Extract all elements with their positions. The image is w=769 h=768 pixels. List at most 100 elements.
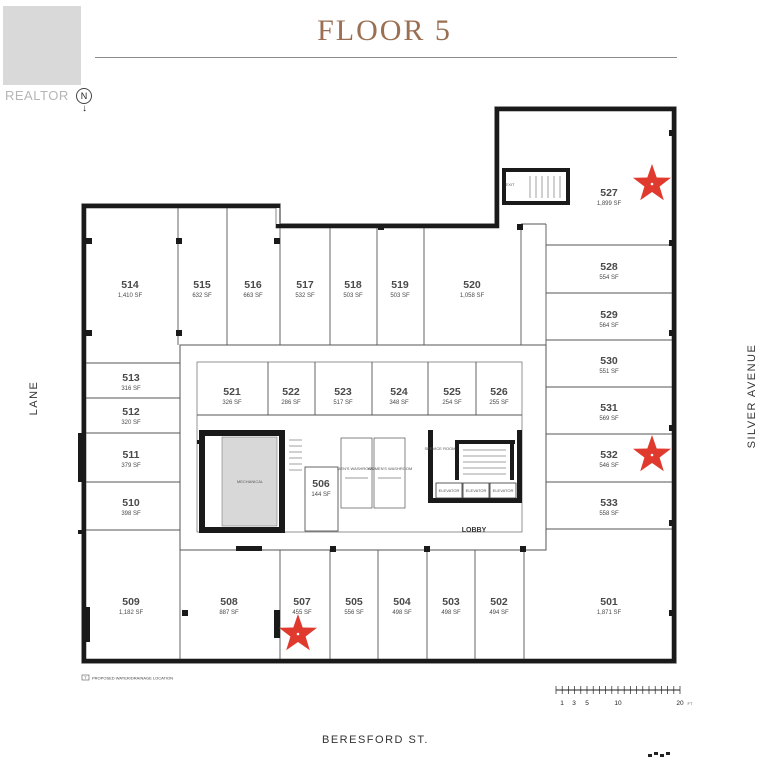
star-center-dot xyxy=(650,453,654,457)
unit-area: 1,058 SF xyxy=(460,293,485,299)
unit-area: 517 SF xyxy=(333,400,353,406)
unit-area: 1,899 SF xyxy=(597,201,622,207)
unit-number: 527 xyxy=(600,187,618,199)
unit-area: 887 SF xyxy=(219,610,239,616)
unit-511: 511 379 SF xyxy=(121,449,141,469)
scale-label: 20 xyxy=(676,700,684,707)
unit-520: 520 1,058 SF xyxy=(460,279,485,299)
elevator-label-2: ELEVATOR xyxy=(466,488,487,493)
unit-number: 525 xyxy=(443,386,461,398)
elevator-label-1: ELEVATOR xyxy=(439,488,460,493)
unit-number: 526 xyxy=(490,386,508,398)
unit-area: 632 SF xyxy=(192,293,212,299)
unit-507: 507 455 SF xyxy=(292,596,312,616)
realtor-logo xyxy=(3,6,81,85)
unit-502: 502 494 SF xyxy=(489,596,509,616)
unit-area: 1,871 SF xyxy=(597,610,622,616)
exit-label: EXIT xyxy=(506,182,515,187)
unit-number: 506 xyxy=(312,478,330,490)
north-icon: N xyxy=(76,88,92,104)
unit-number: 530 xyxy=(600,355,618,367)
unit-area: 255 SF xyxy=(489,400,509,406)
unit-area: 556 SF xyxy=(344,610,364,616)
unit-530: 530 551 SF xyxy=(599,355,619,375)
unit-area: 564 SF xyxy=(599,323,619,329)
unit-area: 551 SF xyxy=(599,369,619,375)
unit-area: 554 SF xyxy=(599,275,619,281)
unit-531: 531 569 SF xyxy=(599,402,619,422)
unit-number: 531 xyxy=(600,402,618,414)
washroom-fixtures xyxy=(340,437,406,509)
unit-partitions xyxy=(82,204,676,663)
unit-area: 503 SF xyxy=(343,293,363,299)
elevator-label-3: ELEVATOR xyxy=(493,488,514,493)
unit-area: 494 SF xyxy=(489,610,509,616)
scale-label: 3 xyxy=(572,700,576,707)
title-divider xyxy=(95,57,677,58)
unit-number: 514 xyxy=(121,279,139,291)
star-icon-507 xyxy=(279,614,317,651)
unit-516: 516 663 SF xyxy=(243,279,263,299)
womens-washroom-label: WOMEN'S WASHROOM xyxy=(368,466,413,471)
unit-area: 569 SF xyxy=(599,416,619,422)
unit-number: 510 xyxy=(122,497,140,509)
unit-number: 520 xyxy=(463,279,481,291)
watermark-mark xyxy=(648,752,670,757)
unit-number: 519 xyxy=(391,279,409,291)
unit-526: 526 255 SF xyxy=(489,386,509,406)
unit-number: 509 xyxy=(122,596,140,608)
unit-505: 505 556 SF xyxy=(344,596,364,616)
star-icon-527 xyxy=(633,164,671,201)
unit-number: 516 xyxy=(244,279,262,291)
mechanical-shaft xyxy=(221,436,278,527)
unit-number: 532 xyxy=(600,449,618,461)
unit-number: 517 xyxy=(296,279,314,291)
unit-number: 511 xyxy=(123,449,140,461)
scale-label: 10 xyxy=(614,700,622,707)
stairs-core xyxy=(289,176,561,475)
unit-area: 455 SF xyxy=(292,610,312,616)
unit-number: 502 xyxy=(490,596,508,608)
unit-area: 558 SF xyxy=(599,511,619,517)
unit-number: 524 xyxy=(390,386,408,398)
unit-527: 527 1,899 SF xyxy=(597,187,622,207)
structural-walls xyxy=(78,107,676,663)
unit-number: 504 xyxy=(393,596,411,608)
unit-area: 316 SF xyxy=(121,386,141,392)
unit-area: 663 SF xyxy=(243,293,263,299)
scale-label: 1 xyxy=(560,700,564,707)
unit-509: 509 1,182 SF xyxy=(119,596,144,616)
unit-number: 505 xyxy=(345,596,363,608)
unit-501: 501 1,871 SF xyxy=(597,596,622,616)
realtor-logo-text: REALTOR xyxy=(5,88,69,103)
unit-510: 510 398 SF xyxy=(121,497,141,517)
unit-number: 503 xyxy=(442,596,460,608)
mens-washroom-label: MEN'S WASHROOM xyxy=(337,466,375,471)
unit-number: 528 xyxy=(600,261,618,273)
unit-area: 379 SF xyxy=(121,463,141,469)
unit-number: 501 xyxy=(600,596,618,608)
unit-area: 398 SF xyxy=(121,511,141,517)
building-outline xyxy=(81,106,677,664)
unit-number: 507 xyxy=(293,596,311,608)
unit-area: 1,182 SF xyxy=(119,610,144,616)
lobby-label: LOBBY xyxy=(462,527,487,534)
